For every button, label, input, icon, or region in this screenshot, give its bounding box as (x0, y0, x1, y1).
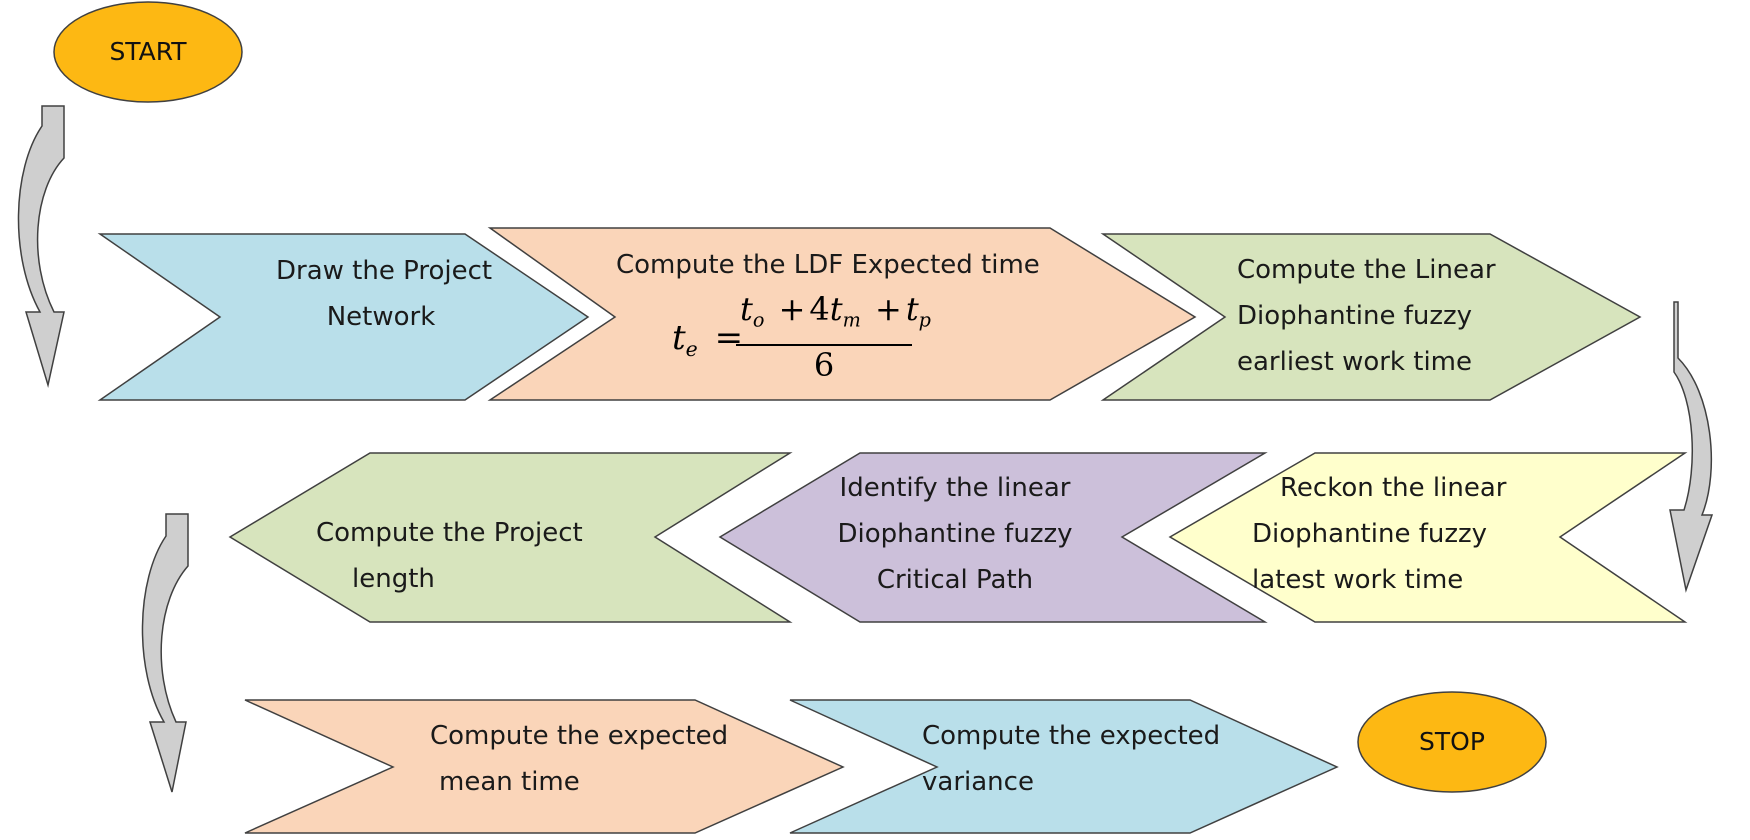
step-critical-path-chevron (718, 452, 1268, 623)
formula-numerator: to +4tm +tp (740, 290, 931, 332)
step-earliest-time-label: Compute the Linear Diophantine fuzzy ear… (1237, 255, 1496, 377)
step-latest-time-label: Reckon the linear Diophantine fuzzy late… (1252, 473, 1507, 595)
connector-row1-to-row2 (1669, 301, 1714, 593)
step-expected-time-chevron (487, 227, 1197, 401)
stop-terminal (1357, 691, 1547, 793)
formula-denominator: 6 (813, 346, 835, 384)
step-mean-time-chevron (244, 699, 845, 834)
connector-start-to-row1 (17, 105, 65, 388)
step-variance-chevron (789, 699, 1339, 834)
step-expected-time-label: Compute the LDF Expected time (616, 250, 1040, 280)
step-project-length-chevron (228, 452, 793, 623)
formula-lhs: te = (672, 318, 744, 362)
step-latest-time-chevron (1168, 452, 1688, 623)
start-label: START (109, 37, 187, 66)
stop-label: STOP (1419, 727, 1485, 756)
step-project-length-label: Compute the Project length (316, 518, 583, 594)
step-earliest-time-chevron (1100, 233, 1642, 401)
connector-row2-to-row3 (141, 513, 189, 793)
step-draw-network-chevron (97, 233, 590, 401)
start-terminal (53, 1, 243, 103)
formula-fraction-bar (736, 344, 912, 346)
step-variance-label: Compute the expected variance (922, 721, 1221, 797)
step-draw-network-label: Draw the Project Network (276, 256, 493, 332)
step-critical-path-label: Identify the linear Diophantine fuzzy Cr… (837, 473, 1073, 595)
step-mean-time-label: Compute the expected mean time (430, 721, 729, 797)
